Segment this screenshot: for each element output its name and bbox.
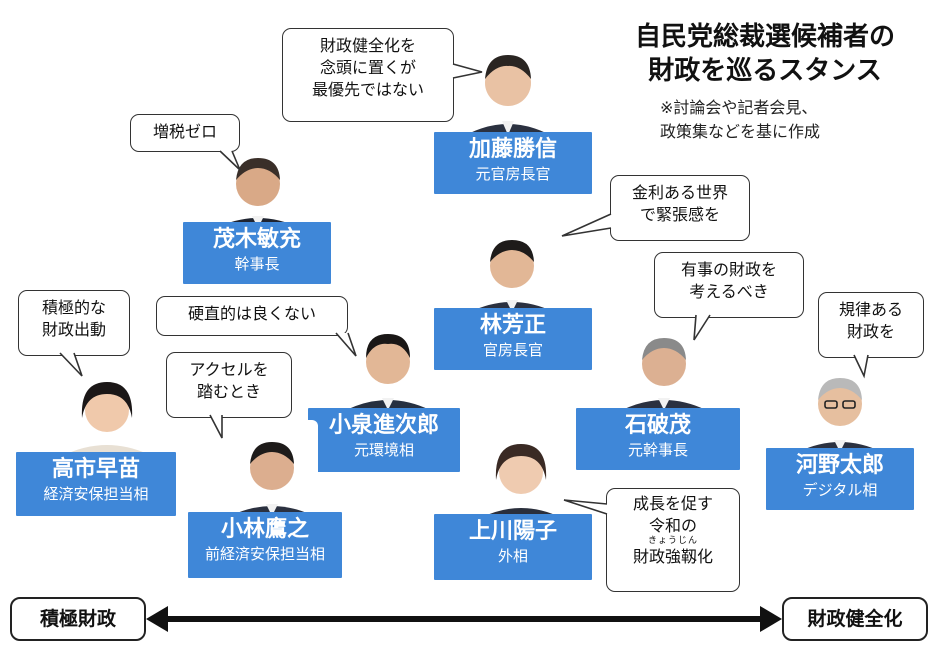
candidate-title: 経済安保担当相	[43, 485, 149, 503]
candidate-namebox: 石破茂 元幹事長	[576, 408, 740, 470]
quote-bubble: 積極的な 財政出動	[18, 290, 130, 356]
bubble-tail	[563, 499, 608, 515]
candidate-name: 林芳正	[479, 313, 546, 338]
quote-bubble: 成長を促す 令和の きょうじん 財政強靱化	[606, 488, 740, 592]
ruby-reading: きょうじん	[647, 536, 698, 546]
candidate-name: 茂木敏充	[212, 227, 301, 252]
quote-bubble: 財政健全化を 念頭に置くが 最優先ではない	[282, 28, 454, 122]
note-line-2: 政策集などを基に作成	[660, 122, 821, 141]
candidate-name: 小林鷹之	[220, 517, 309, 542]
quote-line: 有事の財政を	[680, 260, 777, 279]
quote-line: 成長を促す	[632, 494, 713, 513]
candidate-title: 幹事長	[234, 255, 280, 273]
title-line-2: 財政を巡るスタンス	[648, 56, 882, 86]
note-line-1: ※討論会や記者会見、	[660, 98, 818, 117]
candidate-namebox: 河野太郎 デジタル相	[766, 448, 914, 510]
candidate-namebox: 上川陽子 外相	[434, 514, 592, 580]
candidate-title: 官房長官	[482, 341, 543, 359]
bubble-tail	[209, 414, 223, 439]
quote-bubble: 規律ある 財政を	[818, 292, 924, 358]
axis-right-label: 財政健全化	[782, 597, 928, 641]
quote-bubble: 硬直的は良くない	[156, 296, 348, 336]
bubble-tail	[452, 63, 483, 79]
candidate-title: デジタル相	[802, 481, 878, 499]
quote-line: 最優先ではない	[311, 80, 424, 99]
candidate-namebox: 小泉進次郎 元環境相	[308, 408, 460, 472]
candidate-namebox: 高市早苗 経済安保担当相	[16, 452, 176, 516]
bubble-tail	[59, 352, 83, 377]
quote-bubble: 増税ゼロ	[130, 114, 240, 152]
portrait-photo	[342, 312, 434, 410]
quote-line: 増税ゼロ	[152, 122, 217, 141]
bubble-tail	[561, 213, 612, 237]
candidate-title: 元環境相	[353, 441, 414, 459]
quote-line: 財政強靱化	[632, 547, 713, 566]
bubble-tail	[693, 314, 711, 341]
candidate-name: 小泉進次郎	[328, 413, 439, 438]
candidate-namebox: 茂木敏充 幹事長	[183, 222, 331, 284]
quote-line: 規律ある	[838, 300, 903, 319]
quote-line: 硬直的は良くない	[187, 304, 316, 323]
candidate-name: 河野太郎	[795, 453, 884, 478]
quote-line: 財政を	[846, 322, 895, 341]
candidate-name: 高市早苗	[51, 457, 140, 482]
bubble-tail	[219, 150, 241, 171]
candidate-title: 元官房長官	[475, 165, 551, 183]
candidate-title: 前経済安保担当相	[204, 545, 325, 563]
candidate-namebox: 小林鷹之 前経済安保担当相	[188, 512, 342, 578]
bubble-tail	[853, 354, 869, 379]
quote-line: で緊張感を	[639, 205, 720, 224]
spectrum-arrow	[146, 606, 782, 632]
quote-line: 財政健全化を	[319, 36, 416, 55]
candidate-namebox: 林芳正 官房長官	[434, 308, 592, 370]
portrait-photo	[466, 220, 558, 312]
portrait-photo	[618, 318, 710, 410]
portrait-photo	[226, 420, 318, 516]
title-line-1: 自民党総裁選候補者の	[634, 22, 895, 52]
bubble-tail	[335, 332, 357, 357]
quote-line: 財政出動	[41, 320, 106, 339]
candidate-name: 加藤勝信	[468, 137, 557, 162]
quote-bubble: 有事の財政を 考えるべき	[654, 252, 804, 318]
portrait-photo	[476, 424, 566, 518]
quote-line: アクセルを	[189, 360, 269, 379]
quote-line: 積極的な	[41, 298, 106, 317]
quote-line: 令和の	[648, 516, 697, 535]
axis-left-label: 積極財政	[10, 597, 146, 641]
candidate-namebox: 加藤勝信 元官房長官	[434, 132, 592, 194]
candidate-name: 上川陽子	[468, 519, 557, 544]
quote-line: 金利ある世界	[631, 183, 728, 202]
candidate-name: 石破茂	[624, 413, 691, 438]
source-note: ※討論会や記者会見、 政策集などを基に作成	[660, 96, 930, 144]
quote-line: 踏むとき	[196, 382, 261, 401]
quote-line: 考えるべき	[689, 282, 769, 301]
candidate-title: 外相	[497, 547, 528, 565]
quote-bubble: アクセルを 踏むとき	[166, 352, 292, 418]
diagram-title: 自民党総裁選候補者の 財政を巡るスタンス	[600, 20, 930, 88]
quote-line: 念頭に置くが	[319, 58, 416, 77]
candidate-title: 元幹事長	[627, 441, 688, 459]
quote-bubble: 金利ある世界 で緊張感を	[610, 175, 750, 241]
